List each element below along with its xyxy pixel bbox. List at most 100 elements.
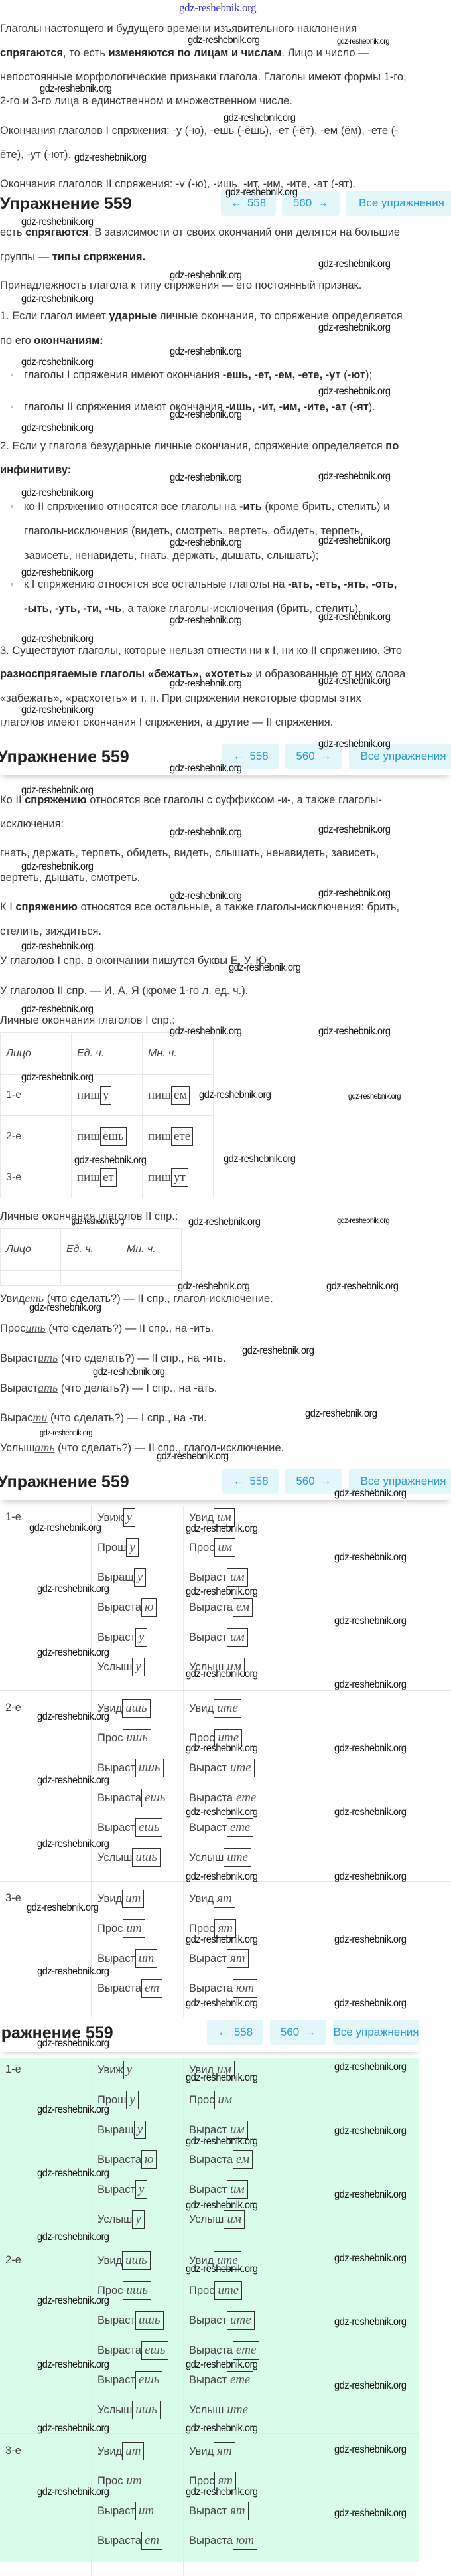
text-segment: У глаголов II спр. — И, А, Я (кроме 1-го… [0, 985, 249, 997]
bold-text: типы спряжения. [52, 251, 146, 263]
bullet-icon [11, 583, 13, 586]
bold-text: -ыть, -уть, -ти, -чь [24, 603, 122, 615]
exercise-title: Упражнение 559 [0, 748, 129, 766]
all-exercises-button[interactable]: Все упражнения [346, 191, 451, 216]
verb-stem: Выраста [189, 2153, 233, 2166]
bullet-icon [11, 406, 13, 408]
verb-analysis-text: (что сделать?) — II спр., на -ить. [45, 1323, 214, 1334]
verb-ending-box: ешь [99, 1127, 127, 1146]
verb-ending-box: ят [214, 2442, 235, 2460]
text-segment: зависеть, ненавидеть, гнать, держать, ды… [24, 550, 319, 562]
text-line: 3. Существуют глаголы, которые нельзя от… [0, 643, 402, 658]
verb-stem: пиш [148, 1170, 171, 1184]
watermark-text: gdz-reshebnik.org [318, 1026, 391, 1037]
verb-stem: Выраста [189, 2534, 233, 2547]
text-line: разноспрягаемые глаголы «бежать», «хотет… [0, 667, 405, 681]
verb-ending-box: ите [214, 2281, 243, 2300]
verb-ending-box: ите [224, 2401, 252, 2419]
person-label: 1-е [5, 1511, 21, 1523]
text-line: Личные окончания глаголов I спр.: [0, 1013, 175, 1028]
verb-stem: Выраст [97, 2314, 136, 2326]
verb-stem: Выраст [0, 1382, 38, 1394]
bullet-icon [11, 374, 13, 376]
verb-ending-box: им [227, 1628, 248, 1647]
verb-stem: Увид [189, 1892, 214, 1905]
watermark-text: gdz-reshebnik.org [21, 941, 94, 952]
prev-exercise-button[interactable]: ←558 [222, 744, 279, 769]
text-line: -ыть, -уть, -ти, -чь, а также глаголы-ис… [24, 602, 361, 616]
person-label: 3-е [5, 2445, 21, 2456]
prev-exercise-button[interactable]: ←558 [221, 191, 276, 216]
next-exercise-button[interactable]: 560→ [282, 191, 340, 216]
verb-stem: Вырас [0, 1412, 33, 1424]
text-line: Принадлежность глагола к типу спряжения … [0, 278, 361, 293]
next-exercise-button[interactable]: 560→ [285, 1469, 342, 1494]
verb-stem: Прош [97, 2093, 127, 2106]
column-header: Ед. ч. [60, 1228, 121, 1271]
text-segment: к I спряжению относятся все остальные гл… [24, 578, 288, 590]
verb-stem: Увид [97, 2445, 123, 2457]
arrow-right-icon: → [304, 2026, 316, 2038]
text-line: У глаголов II спр. — И, А, Я (кроме 1-го… [0, 983, 248, 998]
verb-stem: Увид [189, 1702, 214, 1714]
verb-suffix: еть [25, 1291, 44, 1305]
verb-stem: Выраста [97, 1791, 142, 1804]
bold-text: окончаниям: [34, 335, 103, 347]
person-cell: 2-е [0, 1115, 72, 1157]
bold-text: -ишь, -ит, -им, -ите, -ат [226, 401, 347, 413]
verb-ending-box: ишь [132, 1848, 161, 1867]
verb-ending-box: ит [122, 2442, 145, 2460]
all-exercises-label: Все упражнения [359, 197, 444, 209]
column-header: Ед. ч. [71, 1032, 143, 1075]
next-exercise-button[interactable]: 560→ [270, 2020, 326, 2045]
watermark-text: gdz-reshebnik.org [188, 35, 260, 46]
table-row-divider [0, 2433, 419, 2434]
all-exercises-button[interactable]: Все упражнения [349, 744, 451, 769]
verb-ending-box: ят [214, 1890, 235, 1908]
verb-ending-box: у [126, 1538, 139, 1557]
text-segment: Личные окончания глаголов I спр.: [0, 1014, 175, 1026]
person-label: 3-е [5, 1892, 21, 1904]
next-exercise-button[interactable]: 560→ [285, 744, 342, 769]
verb-ending-box: им [227, 2180, 248, 2199]
prev-exercise-button[interactable]: ←558 [222, 1469, 279, 1494]
all-exercises-button[interactable]: Все упражнения [349, 1469, 451, 1494]
text-segment: глаголы II спряжения имеют окончания [24, 401, 226, 413]
verb-stem: Выращ [97, 1571, 134, 1583]
watermark-text: gdz-reshebnik.org [74, 152, 147, 163]
exercise-title: Упражнение 559 [0, 2024, 113, 2042]
verb-stem: Выраст [0, 1352, 38, 1364]
verb-ending-box: ешь [141, 2341, 169, 2360]
text-line: 2. Если у глагола безударные личные окон… [0, 439, 399, 453]
text-line: по его окончаниям: [0, 333, 103, 348]
arrow-left-icon: ← [233, 750, 245, 762]
next-exercise-label: 560 [296, 1475, 315, 1487]
all-exercises-button[interactable]: Все упражнения [333, 2020, 419, 2045]
prev-exercise-button[interactable]: ←558 [207, 2020, 263, 2045]
verb-stem: Увиж [97, 2063, 123, 2076]
verb-stem: Прос [189, 2284, 215, 2296]
verb-suffix: ать [34, 1441, 55, 1454]
verb-ending-box: ишь [132, 2401, 161, 2419]
person-label: 1-е [5, 2063, 21, 2075]
verb-stem: Выраст [189, 1821, 227, 1834]
verb-ending-box: ю [141, 1598, 157, 1617]
table-column-divider [91, 2058, 92, 2576]
verb-stem: Услыш [97, 2403, 133, 2416]
verb-stem: Прош [97, 1541, 127, 1554]
text-segment: ); [365, 369, 373, 381]
